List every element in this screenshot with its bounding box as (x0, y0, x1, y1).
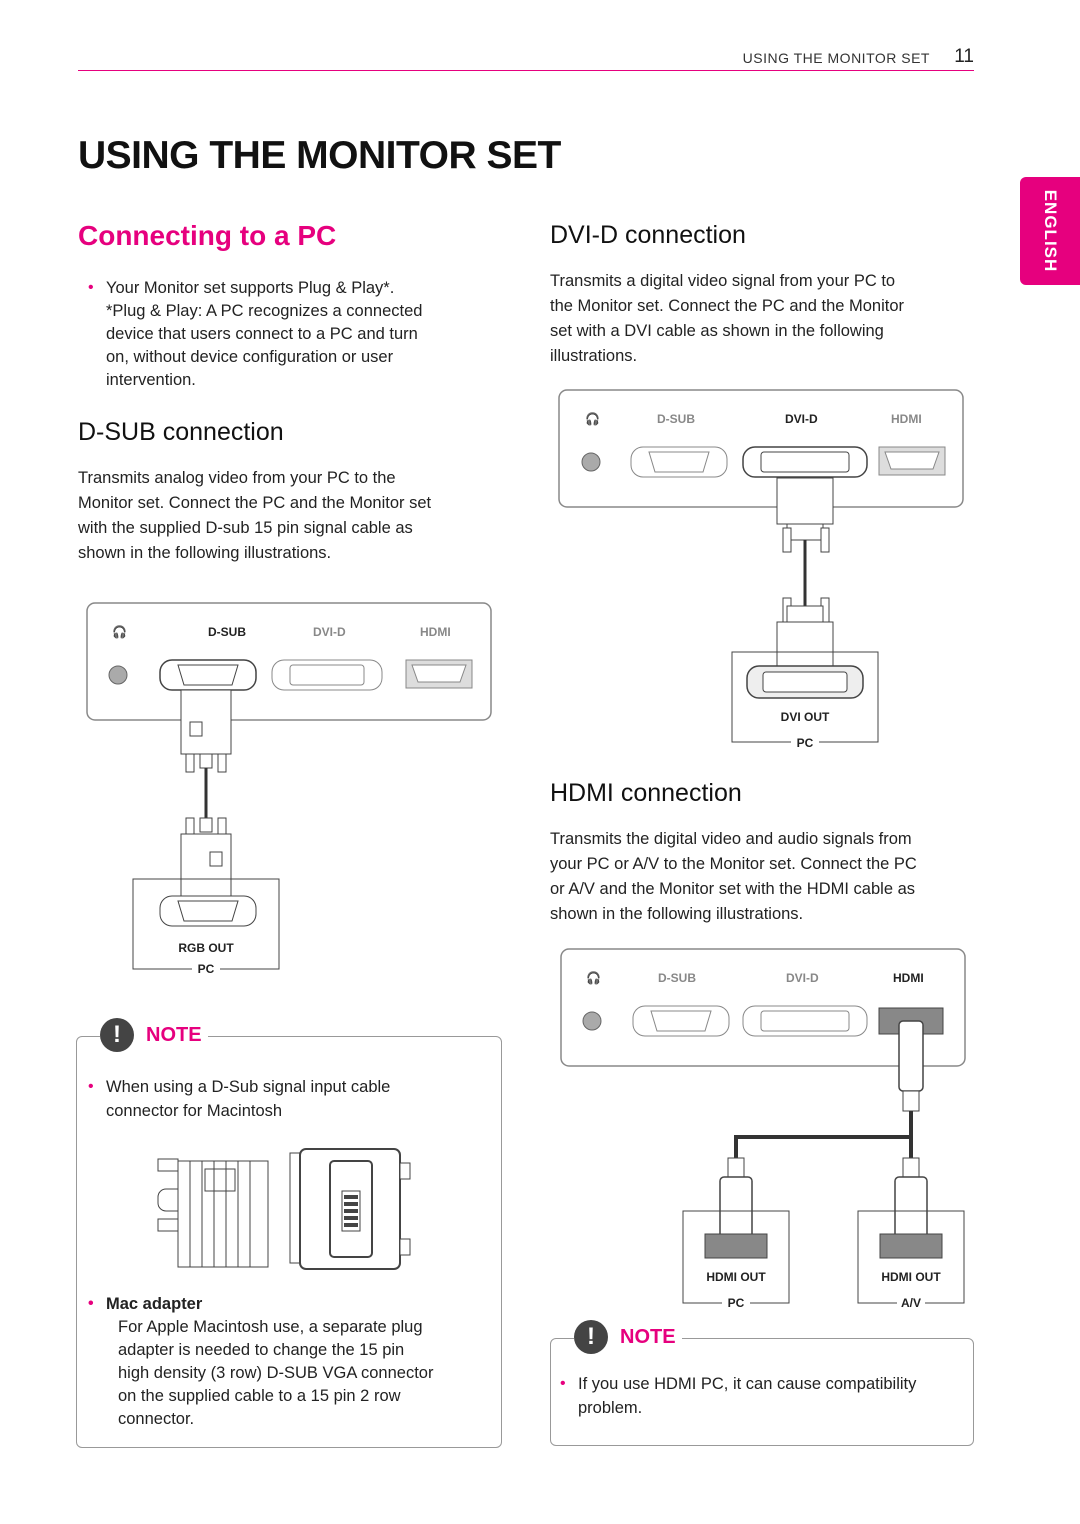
dsub-line-2: Monitor set. Connect the PC and the Moni… (78, 494, 432, 512)
dsub-line-3: with the supplied D-sub 15 pin signal ca… (78, 519, 413, 537)
bullet-list: Your Monitor set supports Plug & Play*. (78, 276, 498, 300)
language-tab-label: ENGLISH (1041, 189, 1060, 273)
hdmi-plug-top (898, 1020, 924, 1092)
dsub-plug (177, 1160, 269, 1268)
dvid-line-4: illustrations. (550, 347, 638, 365)
bullet-list: Mac adapter (78, 1292, 488, 1316)
mac-line-4: on the supplied cable to a 15 pin 2 row (118, 1387, 401, 1405)
note2-content: If you use HDMI PC, it can cause compati… (550, 1372, 970, 1420)
port-label-hdmi: HDMI (893, 971, 924, 985)
bullet-list: If you use HDMI PC, it can cause compati… (550, 1372, 970, 1420)
page-number: 11 (954, 46, 974, 67)
pnp-line-2: device that users connect to a PC and tu… (106, 325, 418, 343)
port-label-dsub: D-SUB (208, 625, 246, 639)
port-label-dvid: DVI-D (786, 971, 819, 985)
note-label: NOTE (146, 1023, 202, 1046)
note-header: ! NOTE (574, 1320, 682, 1354)
pc-label: PC (198, 962, 215, 976)
section-heading-connecting: Connecting to a PC (78, 220, 337, 251)
port-label-hdmi: HDMI (420, 625, 451, 639)
language-tab: ENGLISH (1020, 177, 1080, 285)
mac-adapter-section: Mac adapter For Apple Macintosh use, a s… (78, 1292, 488, 1431)
note-label: NOTE (620, 1325, 676, 1348)
bullet-item: Your Monitor set supports Plug & Play*. (78, 276, 498, 300)
dsub-plug-top (180, 689, 232, 755)
hdmi-out-pc-label: HDMI OUT (706, 1270, 766, 1284)
dsub-plug-bottom (180, 833, 232, 899)
mac-adapter-illustration (157, 1148, 411, 1270)
dvid-heading: DVI-D connection (550, 221, 746, 249)
dvi-plug-bottom (776, 621, 834, 669)
hdmi-line-4: shown in the following illustrations. (550, 905, 804, 923)
exclamation-icon: ! (100, 1018, 134, 1052)
bullet-item: When using a D-Sub signal input cable co… (78, 1075, 488, 1123)
note-header: ! NOTE (100, 1018, 208, 1052)
mac-adapter-heading: Mac adapter (78, 1292, 488, 1316)
dvi-plug-top (776, 477, 834, 525)
dsub-connection-diagram: 🎧 D-SUB DVI-D HDMI RGB OUT PC (86, 602, 492, 976)
mac-line-5: connector. (118, 1410, 195, 1428)
running-header: USING THE MONITOR SET 11 (78, 46, 974, 71)
port-label-dvid: DVI-D (313, 625, 346, 639)
mac-adapter-text: For Apple Macintosh use, a separate plug… (78, 1316, 488, 1431)
header-section-label: USING THE MONITOR SET (742, 50, 930, 66)
note1-line-2: connector for Macintosh (106, 1102, 283, 1120)
dvid-description: Transmits a digital video signal from yo… (550, 269, 980, 369)
headphone-icon: 🎧 (112, 625, 127, 639)
pnp-line-4: intervention. (106, 371, 196, 389)
note1-content: When using a D-Sub signal input cable co… (78, 1075, 488, 1123)
dvid-line-1: Transmits a digital video signal from yo… (550, 272, 896, 290)
note1-line-1: When using a D-Sub signal input cable (106, 1078, 391, 1096)
mac-line-1: For Apple Macintosh use, a separate plug (118, 1318, 423, 1336)
bullet-item: If you use HDMI PC, it can cause compati… (550, 1372, 970, 1420)
mac-line-3: high density (3 row) D-SUB VGA connector (118, 1364, 434, 1382)
audio-jack-icon (581, 452, 601, 472)
audio-jack-icon (582, 1011, 602, 1031)
pnp-line-1: *Plug & Play: A PC recognizes a connecte… (106, 302, 423, 320)
av-label: A/V (901, 1296, 921, 1310)
pc-label: PC (797, 736, 814, 750)
dvid-line-3: set with a DVI cable as shown in the fol… (550, 322, 884, 340)
hdmi-plug-av (894, 1176, 928, 1242)
hdmi-connection-diagram: 🎧 D-SUB DVI-D HDMI HDMI OUT PC HDMI OUT … (560, 948, 966, 1311)
audio-jack-icon (108, 665, 128, 685)
exclamation-icon: ! (574, 1320, 608, 1354)
dvi-out-label: DVI OUT (781, 710, 830, 724)
dvid-connection-diagram: 🎧 D-SUB DVI-D HDMI DVI OUT PC (558, 389, 964, 750)
port-label-hdmi: HDMI (891, 412, 922, 426)
hdmi-description: Transmits the digital video and audio si… (550, 827, 980, 927)
rgb-out-label: RGB OUT (178, 941, 234, 955)
dsub-line-4: shown in the following illustrations. (78, 544, 332, 562)
hdmi-out-av-label: HDMI OUT (881, 1270, 941, 1284)
note-box-mac (76, 1036, 502, 1448)
dsub-heading: D-SUB connection (78, 418, 284, 446)
port-label-dsub: D-SUB (657, 412, 695, 426)
hdmi-plug-pc (719, 1176, 753, 1242)
hdmi-line-3: or A/V and the Monitor set with the HDMI… (550, 880, 916, 898)
note2-line-1: If you use HDMI PC, it can cause compati… (578, 1375, 917, 1393)
port-label-dsub: D-SUB (658, 971, 696, 985)
mac-line-2: adapter is needed to change the 15 pin (118, 1341, 405, 1359)
dsub-line-1: Transmits analog video from your PC to t… (78, 469, 396, 487)
plug-and-play-bullet: Your Monitor set supports Plug & Play*. … (78, 276, 498, 392)
hdmi-heading: HDMI connection (550, 779, 742, 807)
page-title: USING THE MONITOR SET (78, 134, 561, 177)
hdmi-line-2: your PC or A/V to the Monitor set. Conne… (550, 855, 917, 873)
bullet-list: When using a D-Sub signal input cable co… (78, 1075, 488, 1123)
dvid-line-2: the Monitor set. Connect the PC and the … (550, 297, 905, 315)
hdmi-line-1: Transmits the digital video and audio si… (550, 830, 912, 848)
dsub-description: Transmits analog video from your PC to t… (78, 466, 498, 566)
pnp-line-3: on, without device configuration or user (106, 348, 394, 366)
pc-label: PC (728, 1296, 745, 1310)
note2-line-2: problem. (578, 1399, 643, 1417)
headphone-icon: 🎧 (585, 412, 600, 426)
headphone-icon: 🎧 (586, 971, 601, 985)
port-label-dvid: DVI-D (785, 412, 818, 426)
